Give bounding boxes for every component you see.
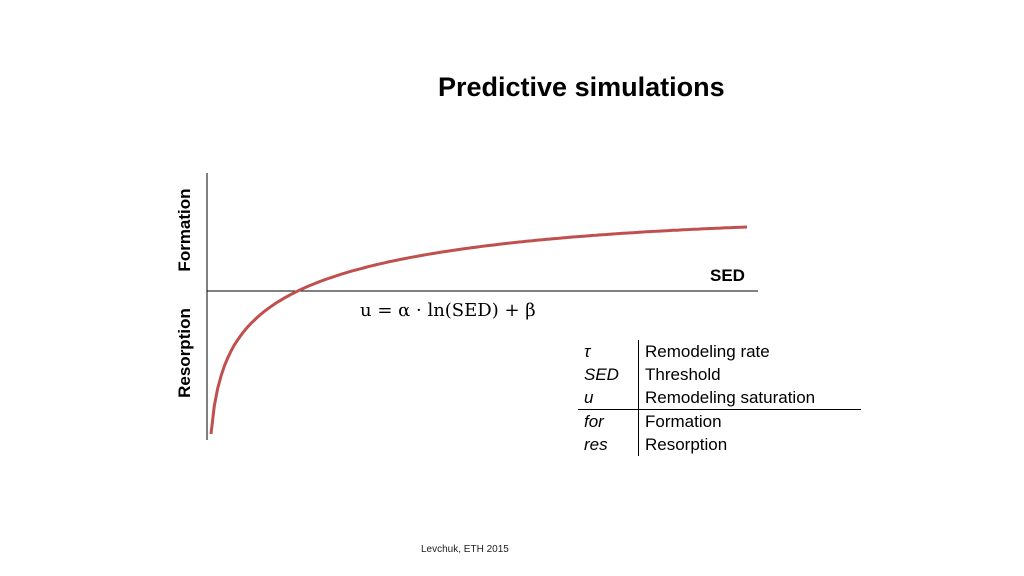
legend-symbol: τ: [578, 340, 639, 363]
sed-axis-label: SED: [710, 266, 745, 285]
remodeling-curve: [209, 225, 748, 435]
legend-symbol: SED: [578, 363, 639, 386]
legend-description: Threshold: [645, 365, 721, 384]
legend-symbol: u: [578, 386, 639, 410]
legend-row: u Remodeling saturation: [578, 386, 861, 410]
formation-axis-label: Formation: [175, 188, 194, 272]
legend-description: Remodeling saturation: [638, 386, 861, 410]
footer-credit: Levchuk, ETH 2015: [421, 544, 509, 555]
legend-description: Remodeling rate: [645, 342, 770, 361]
slide-title: Predictive simulations: [438, 72, 725, 102]
resorption-axis-label: Resorption: [175, 308, 194, 398]
legend-row: τ Remodeling rate: [578, 340, 861, 363]
legend-row: for Formation: [578, 409, 861, 433]
legend-description: Resorption: [645, 435, 728, 454]
symbol-legend-table: τ Remodeling rate SED Threshold u Remode…: [578, 340, 861, 456]
legend-row: SED Threshold: [578, 363, 861, 386]
legend-symbol: for: [578, 409, 639, 433]
remodeling-equation: u = α · ln(SED) + β: [360, 300, 536, 321]
legend-row: res Resorption: [578, 433, 861, 456]
legend-description: Formation: [645, 412, 722, 431]
legend-symbol: res: [578, 433, 639, 456]
